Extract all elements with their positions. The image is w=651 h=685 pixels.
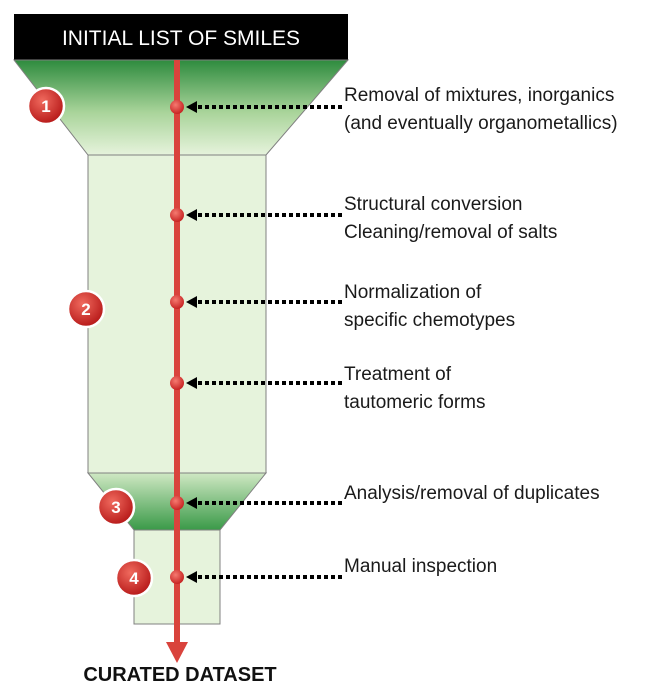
step-label-3-line2: specific chemotypes — [344, 310, 515, 331]
step-connector-arrowhead-2 — [186, 209, 197, 221]
step-connector-arrowhead-6 — [186, 571, 197, 583]
step-marker-dot-6 — [170, 570, 184, 584]
step-label-1-line1: Removal of mixtures, inorganics — [344, 85, 614, 106]
step-badge-number-4: 4 — [129, 569, 139, 588]
step-label-2-line2: Cleaning/removal of salts — [344, 222, 557, 243]
step-connector-arrowhead-1 — [186, 101, 197, 113]
footer-title: CURATED DATASET — [83, 664, 276, 685]
step-label-5-line1: Analysis/removal of duplicates — [344, 483, 600, 504]
step-marker-dot-2 — [170, 208, 184, 222]
step-label-2-line1: Structural conversion — [344, 194, 522, 215]
flow-arrow-head — [166, 642, 188, 663]
step-badge-4 — [114, 558, 154, 598]
step-marker-dot-1 — [170, 100, 184, 114]
step-badge-number-3: 3 — [111, 498, 120, 517]
step-label-1-line2: (and eventually organometallics) — [344, 113, 618, 134]
step-badge-1 — [26, 86, 66, 126]
step-label-4-line2: tautomeric forms — [344, 392, 485, 413]
step-connector-arrowhead-3 — [186, 296, 197, 308]
step-badge-number-1: 1 — [41, 97, 50, 116]
step-label-4-line1: Treatment of — [344, 364, 452, 385]
step-marker-dot-5 — [170, 496, 184, 510]
step-marker-dot-3 — [170, 295, 184, 309]
step-connector-arrowhead-4 — [186, 377, 197, 389]
step-connector-arrowhead-5 — [186, 497, 197, 509]
step-badge-3 — [96, 487, 136, 527]
step-marker-dot-4 — [170, 376, 184, 390]
header-bar — [14, 14, 348, 60]
step-label-6-line1: Manual inspection — [344, 556, 497, 577]
header-title: INITIAL LIST OF SMILES — [62, 27, 300, 50]
step-badge-number-2: 2 — [81, 300, 90, 319]
step-label-3-line1: Normalization of — [344, 282, 482, 303]
step-badge-2 — [66, 289, 106, 329]
